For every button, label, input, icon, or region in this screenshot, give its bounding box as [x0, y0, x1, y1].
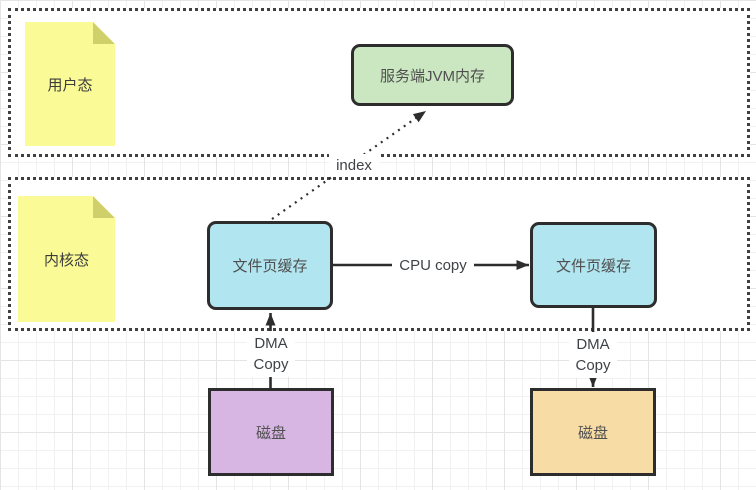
dma-right-line2: Copy	[575, 357, 611, 374]
node-file-page-cache-right: 文件页缓存	[530, 222, 657, 308]
node-file-page-cache-right-label: 文件页缓存	[555, 257, 631, 275]
note-user-mode: 用户态	[25, 22, 115, 146]
node-jvm-memory-label: 服务端JVM内存	[379, 67, 485, 85]
note-kernel-mode-label: 内核态	[43, 251, 89, 269]
node-file-page-cache-left-label: 文件页缓存	[232, 258, 308, 275]
note-user-mode-label: 用户态	[47, 76, 93, 94]
edge-label-cpu-copy: CPU copy	[392, 252, 474, 278]
node-disk-left: 磁盘	[208, 388, 334, 476]
note-kernel-mode: 内核态	[18, 196, 115, 322]
node-jvm-memory: 服务端JVM内存	[351, 44, 514, 106]
node-disk-left-label: 磁盘	[255, 424, 286, 442]
edge-label-index: index	[329, 154, 379, 176]
dma-left-line1: DMA	[254, 335, 288, 352]
edge-label-dma-copy-right: DMA Copy	[569, 332, 617, 378]
edge-label-dma-copy-left: DMA Copy	[247, 331, 295, 377]
dma-left-line2: Copy	[253, 356, 289, 373]
dma-right-line1: DMA	[576, 336, 610, 353]
node-disk-right: 磁盘	[530, 388, 656, 476]
node-file-page-cache-left: 文件页缓存	[207, 221, 333, 310]
node-disk-right-label: 磁盘	[577, 424, 608, 442]
